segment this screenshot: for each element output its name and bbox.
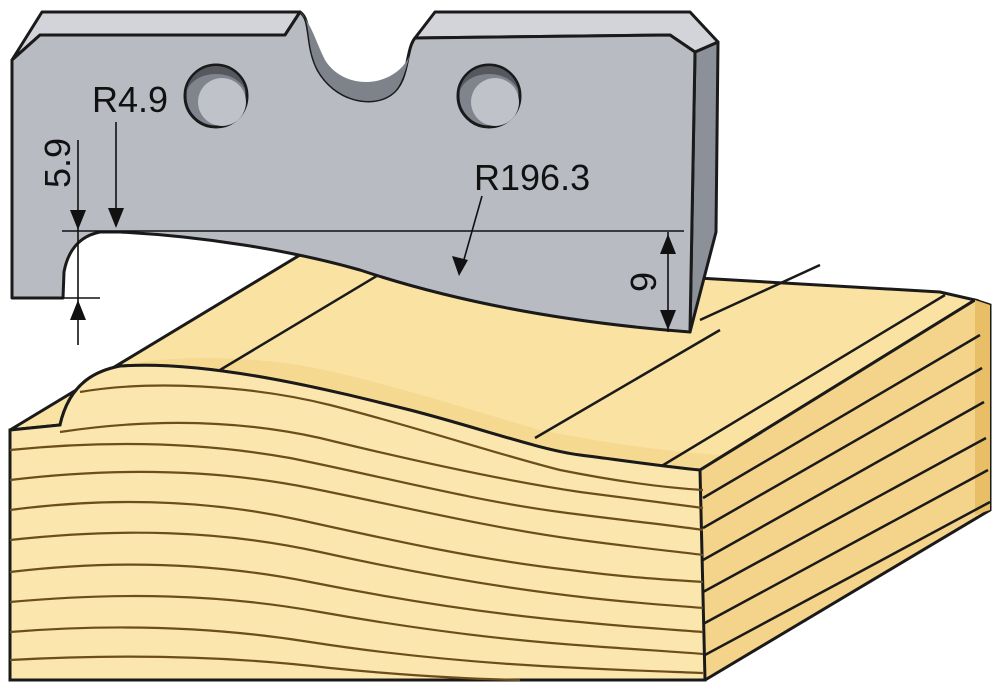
wood-top-shade	[120, 358, 720, 470]
knife-blade	[10, 10, 720, 334]
wood-end-grain	[9, 384, 704, 682]
wood-top-joint-4	[654, 293, 946, 472]
wood-side-grain	[702, 333, 991, 658]
blade-hole-left	[183, 63, 249, 129]
arrow-5-9-bottom	[70, 300, 86, 320]
wood-side-shade	[975, 300, 990, 515]
wood-top-joint-3	[699, 263, 821, 322]
arrow-9-top	[660, 234, 676, 254]
wood-top-joint-1	[219, 266, 391, 372]
wood-top-joint-2	[534, 328, 721, 440]
arrow-r196	[452, 256, 468, 276]
wood-workpiece	[8, 253, 992, 682]
arrow-5-9-top	[70, 210, 86, 230]
label-profile-depth: 9	[623, 272, 664, 292]
wood-front-face	[8, 363, 707, 682]
arrow-r4-9	[108, 208, 124, 228]
arrow-9-bottom	[660, 310, 676, 330]
label-step-height: 5.9	[37, 138, 78, 188]
label-fillet-radius: R4.9	[92, 79, 168, 120]
blade-hole-right	[456, 63, 522, 129]
label-profile-radius: R196.3	[474, 157, 590, 198]
dim-r196-leader	[460, 195, 483, 271]
blade-notch-shadow	[300, 12, 410, 102]
dimension-arrows	[70, 208, 676, 330]
